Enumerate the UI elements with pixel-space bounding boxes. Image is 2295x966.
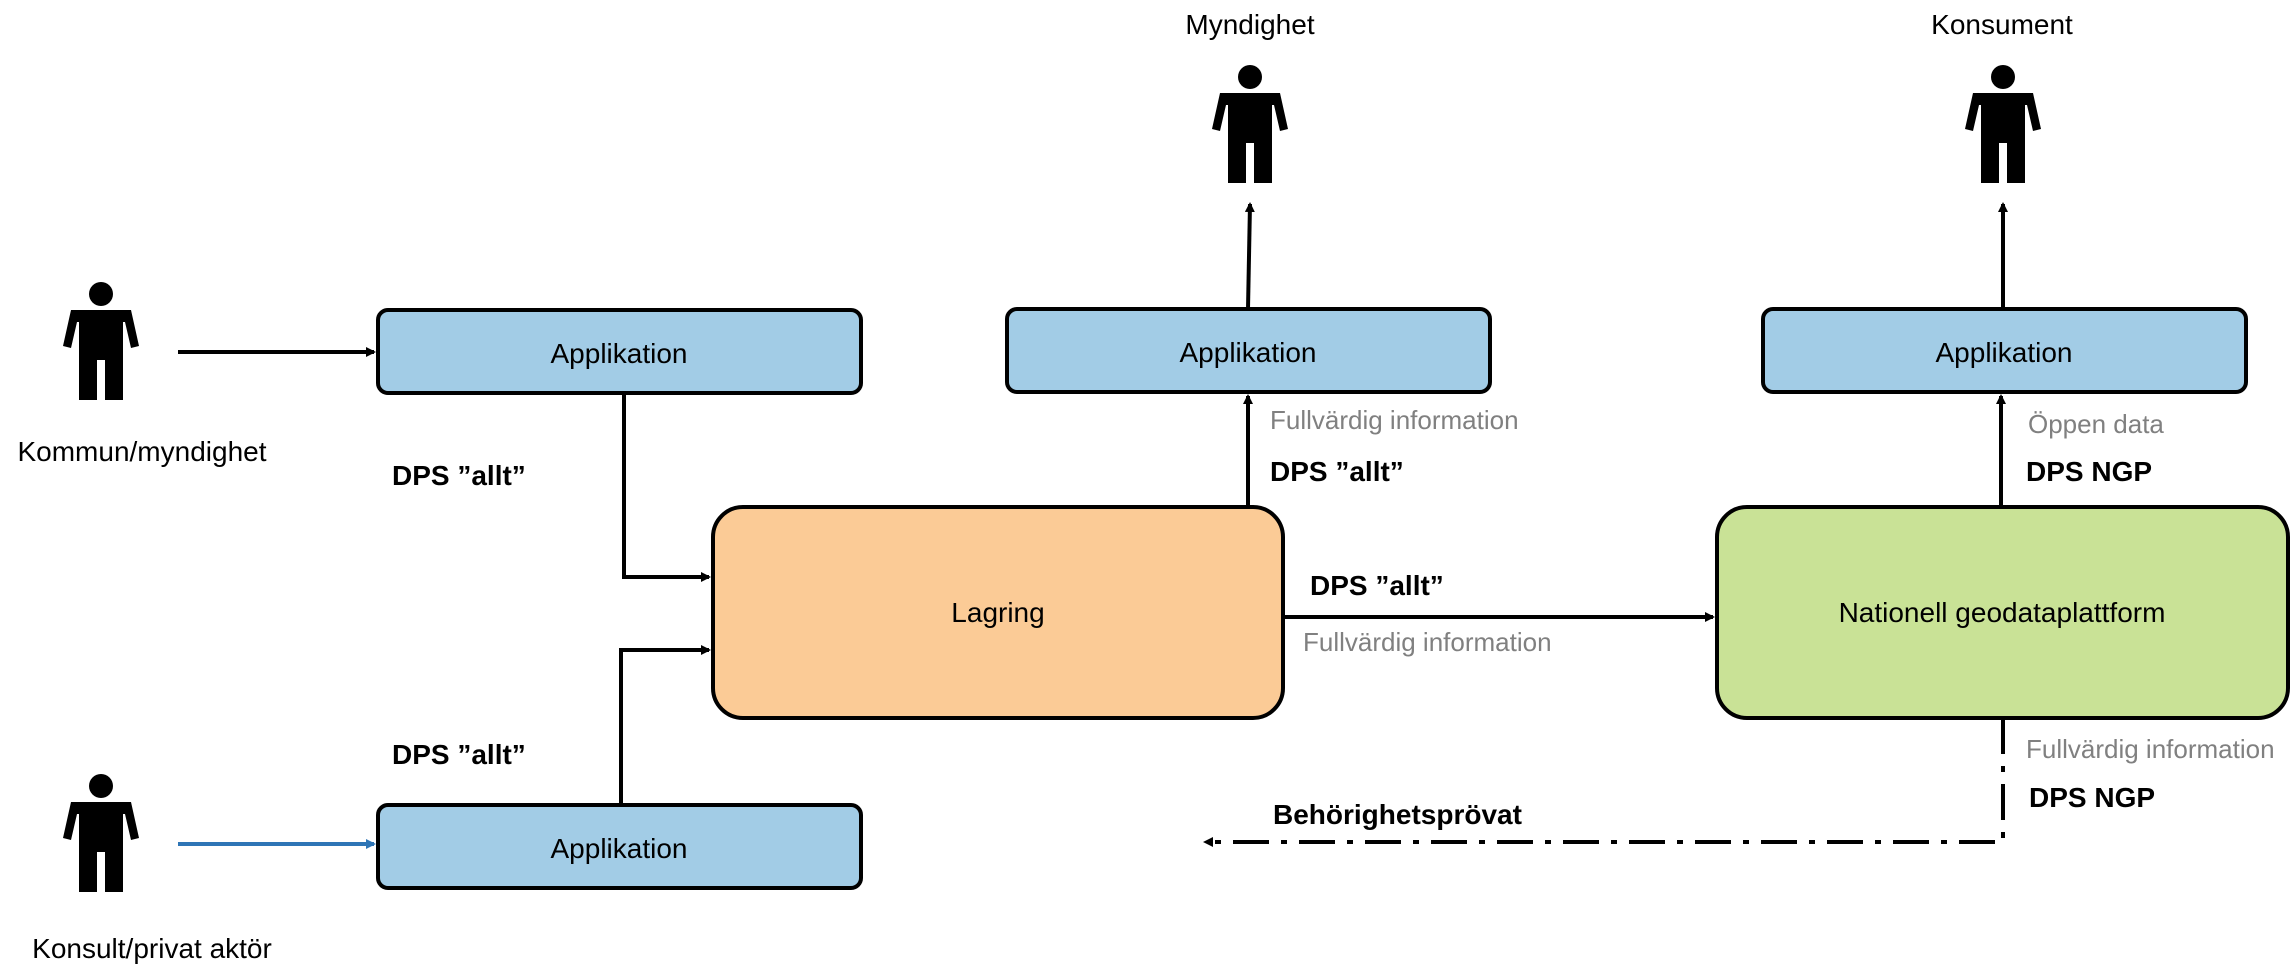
konsument-dps-label: DPS NGP (2026, 456, 2152, 487)
myndighet-person-icon (1212, 65, 1288, 183)
kommun-person-icon (63, 282, 139, 400)
ngp-label: Nationell geodataplattform (1839, 597, 2166, 628)
lagring-ngp-info-label: Fullvärdig information (1303, 627, 1552, 657)
app-myndighet-to-myndighet-arrow (1244, 202, 1255, 310)
app-kommun-label: Applikation (551, 338, 688, 369)
app-konsument-label: Applikation (1936, 337, 2073, 368)
app-konsult-label: Applikation (551, 833, 688, 864)
app-myndighet-label: Applikation (1180, 337, 1317, 368)
kommun-dps-label: DPS ”allt” (392, 460, 526, 491)
app-konsult-to-lagring-arrow (619, 645, 711, 805)
actor-label-myndighet: Myndighet (1185, 9, 1314, 40)
actor-label-konsument: Konsument (1931, 9, 2073, 40)
app-kommun-to-lagring-arrow (622, 393, 711, 582)
lagring-box: Lagring (711, 505, 1285, 720)
app-kommun-box: Applikation (376, 308, 863, 395)
lagring-ngp-dps-label: DPS ”allt” (1310, 570, 1444, 601)
konsument-info-label: Öppen data (2028, 409, 2164, 439)
ngp-box: Nationell geodataplattform (1715, 505, 2290, 720)
ngp-out-info-label: Fullvärdig information (2026, 734, 2275, 764)
behorighet-label: Behörighetsprövat (1273, 799, 1522, 830)
app-konsult-box: Applikation (376, 803, 863, 890)
konsult-dps-label: DPS ”allt” (392, 739, 526, 770)
actor-label-konsult: Konsult/privat aktör (32, 933, 272, 964)
lagring-label: Lagring (951, 597, 1044, 628)
ngp-out-dps-label: DPS NGP (2029, 782, 2155, 813)
konsult-person-icon (63, 774, 139, 892)
app-myndighet-box: Applikation (1005, 307, 1492, 394)
myndighet-info-label: Fullvärdig information (1270, 405, 1519, 435)
myndighet-dps-label: DPS ”allt” (1270, 456, 1404, 487)
app-konsument-box: Applikation (1761, 307, 2248, 394)
actor-label-kommun: Kommun/myndighet (17, 436, 266, 467)
konsument-person-icon (1965, 65, 2041, 183)
